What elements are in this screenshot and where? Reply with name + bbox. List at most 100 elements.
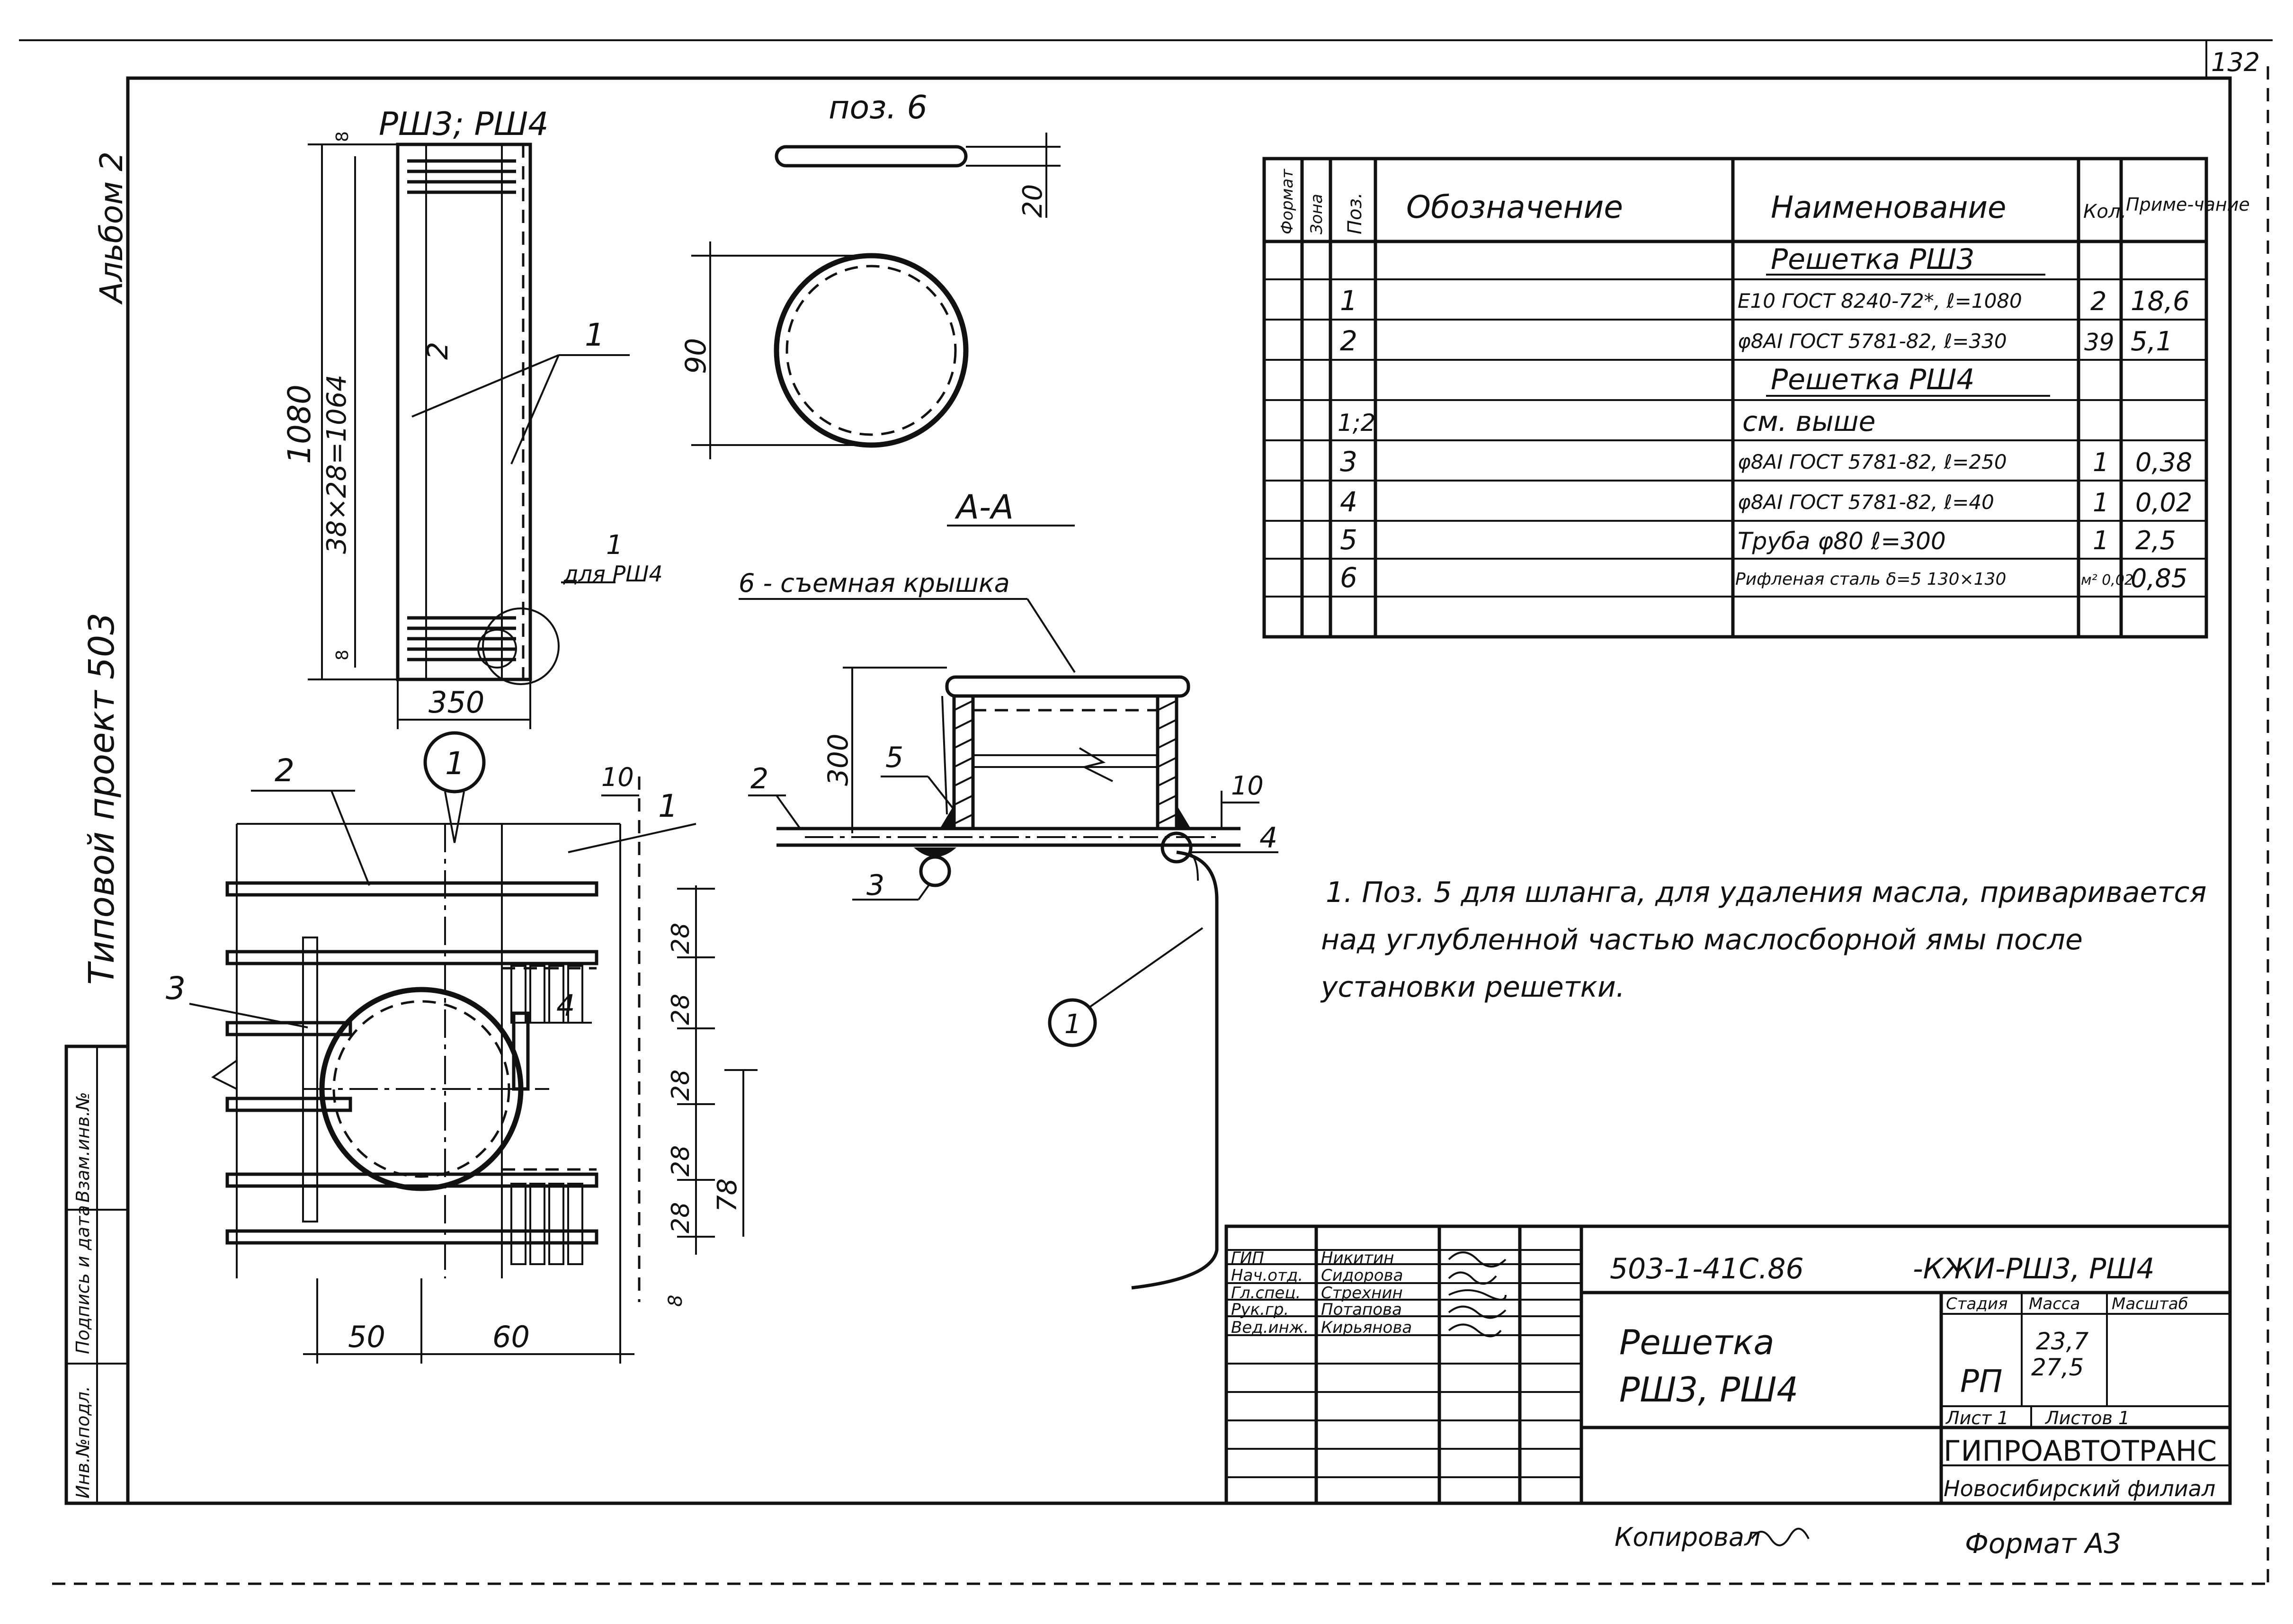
dim-28-b: 28 [667,994,695,1025]
section-aa-title: А-А [955,488,1014,526]
dim-38x28: 38×28=1064 [321,375,352,554]
mass-value-1: 23,7 [2036,1328,2089,1355]
doc-title-2: РШ3, РШ4 [1619,1370,1798,1410]
title-block: ГИП Никитин Нач.отд. Сидорова Гл.спец. С… [1224,1224,2232,1505]
side-strip: Альбом 2 Типовой проект 503 Инв.№подл. П… [64,152,130,1505]
footer: Копировал Формат А3 [1615,1522,2121,1560]
dim-8-top: 8 [333,131,352,142]
row-4-pos: 1;2 [1338,409,1375,437]
role-0: ГИП [1231,1249,1264,1267]
row-6-qty: 1 [2093,488,2109,518]
copied-signature [1751,1527,1810,1546]
sheets-label: Листов 1 [2044,1408,2130,1428]
hdr-name: Наименование [1771,190,2006,225]
project-label: Типовой проект 503 [81,613,122,985]
label-4-aa: 4 [1259,821,1277,855]
row-8-qty: м² 0,02 [2081,572,2133,589]
dim-1080: 1080 [281,384,318,464]
dim-350: 350 [428,685,484,720]
dim-10-aa: 10 [1231,771,1264,801]
label-3-aa: 3 [866,869,884,902]
row-4-name: см. выше [1742,405,1875,437]
format-label: Формат А3 [1965,1527,2121,1560]
row-5-pos: 3 [1340,446,1357,478]
sheet-number: 132 [2211,47,2260,77]
row-7-qty: 1 [2093,526,2109,555]
section-aa: А-А 6 - съемная крышка [739,488,1278,1290]
mass-value-2: 27,5 [2031,1354,2084,1381]
note-for-rsh4: для РШ4 [563,561,663,587]
leader-label-1b: 1 [606,530,623,561]
dim-78: 78 [712,1178,743,1212]
row-6-name: φ8AI ГОСТ 5781-82, ℓ=40 [1738,491,1994,514]
row-5-qty: 1 [2093,447,2109,477]
stage-value: РП [1960,1363,2002,1400]
hdr-format: Формат [1278,169,1297,234]
doc-title-1: Решетка [1619,1322,1774,1362]
leader-label-2: 2 [421,342,455,360]
pos6-title: поз. 6 [829,89,928,126]
hdr-note: Приме-чание [2126,194,2250,215]
name-0: Никитин [1321,1249,1394,1267]
label-2-aa: 2 [750,762,768,795]
label-5: 5 [885,741,903,774]
detail-callout-number: 1 [445,745,465,782]
org-name: ГИПРОАВТОТРАНС [1944,1435,2217,1468]
row-8-pos: 6 [1340,562,1357,594]
branch-name: Новосибирский филиал [1944,1476,2215,1501]
grate-view-title: РШ3; РШ4 [379,106,549,143]
stamp-replace-inv: Взам.инв.№ [72,1092,93,1203]
row-2-name: φ8AI ГОСТ 5781-82, ℓ=330 [1738,330,2007,353]
dim-28-c: 28 [667,1070,695,1101]
plate-pos4 [512,1011,530,1091]
stamp-inv-podl: Инв.№подл. [72,1386,93,1499]
pipe-hatch [954,700,1177,825]
label-pos3: 3 [166,970,186,1007]
label-pos1: 1 [658,788,678,824]
dim-50: 50 [348,1320,385,1354]
sheet-frame [19,39,2273,1591]
dim-90: 90 [679,338,713,374]
cover-label: 6 - съемная крышка [739,568,1010,598]
row-1-note: 18,6 [2131,286,2190,317]
row-2-pos: 2 [1340,325,1357,357]
role-3: Рук.гр. [1231,1300,1289,1319]
hdr-qty: Кол. [2083,201,2126,223]
note-line-2: над углубленной частью маслосборной ямы … [1321,923,2083,956]
dim-28-d: 28 [667,1145,695,1177]
detail-callout-circle [423,731,486,794]
label-pos4: 4 [556,988,575,1023]
sheet-label: Лист 1 [1945,1408,2009,1428]
row-8-name: Рифленая сталь δ=5 130×130 [1735,570,2006,589]
row-2-qty: 39 [2084,329,2115,356]
dim-8-detail: 8 [665,1295,687,1307]
row-5-name: φ8AI ГОСТ 5781-82, ℓ=250 [1738,450,2007,473]
row-6-note: 0,02 [2135,488,2192,518]
leader-label-1: 1 [585,317,605,353]
doc-code: 503-1-41С.86 [1610,1252,1804,1285]
copied-by-label: Копировал [1615,1522,1761,1552]
hdr-pos: Поз. [1344,192,1366,234]
grate-bars-top [407,159,516,194]
name-4: Кирьянова [1321,1318,1412,1337]
row-8-note: 0,85 [2131,563,2187,593]
spec-table: Формат Зона Поз. Обозначение Наименовани… [1262,157,2250,639]
signatures [1448,1251,1507,1338]
pipe-circle-small [477,629,517,669]
row-0-name: Решетка РШ3 [1771,243,1974,276]
name-2: Стрехнин [1321,1284,1403,1303]
hdr-designation: Обозначение [1406,189,1623,225]
detail-circle [482,607,560,685]
name-1: Сидорова [1321,1266,1403,1285]
dim-28-a: 28 [667,923,695,954]
row-3-name: Решетка РШ4 [1771,363,1974,396]
row-6-pos: 4 [1340,486,1357,518]
role-4: Вед.инж. [1231,1318,1309,1337]
hdr-zone: Зона [1307,194,1326,234]
row-2-note: 5,1 [2131,326,2173,357]
note-line-1: 1. Поз. 5 для шланга, для удаления масла… [1326,876,2206,909]
general-note: 1. Поз. 5 для шланга, для удаления масла… [1320,876,2206,1004]
name-3: Потапова [1321,1300,1402,1319]
label-1-aa: 1 [1064,1009,1081,1040]
